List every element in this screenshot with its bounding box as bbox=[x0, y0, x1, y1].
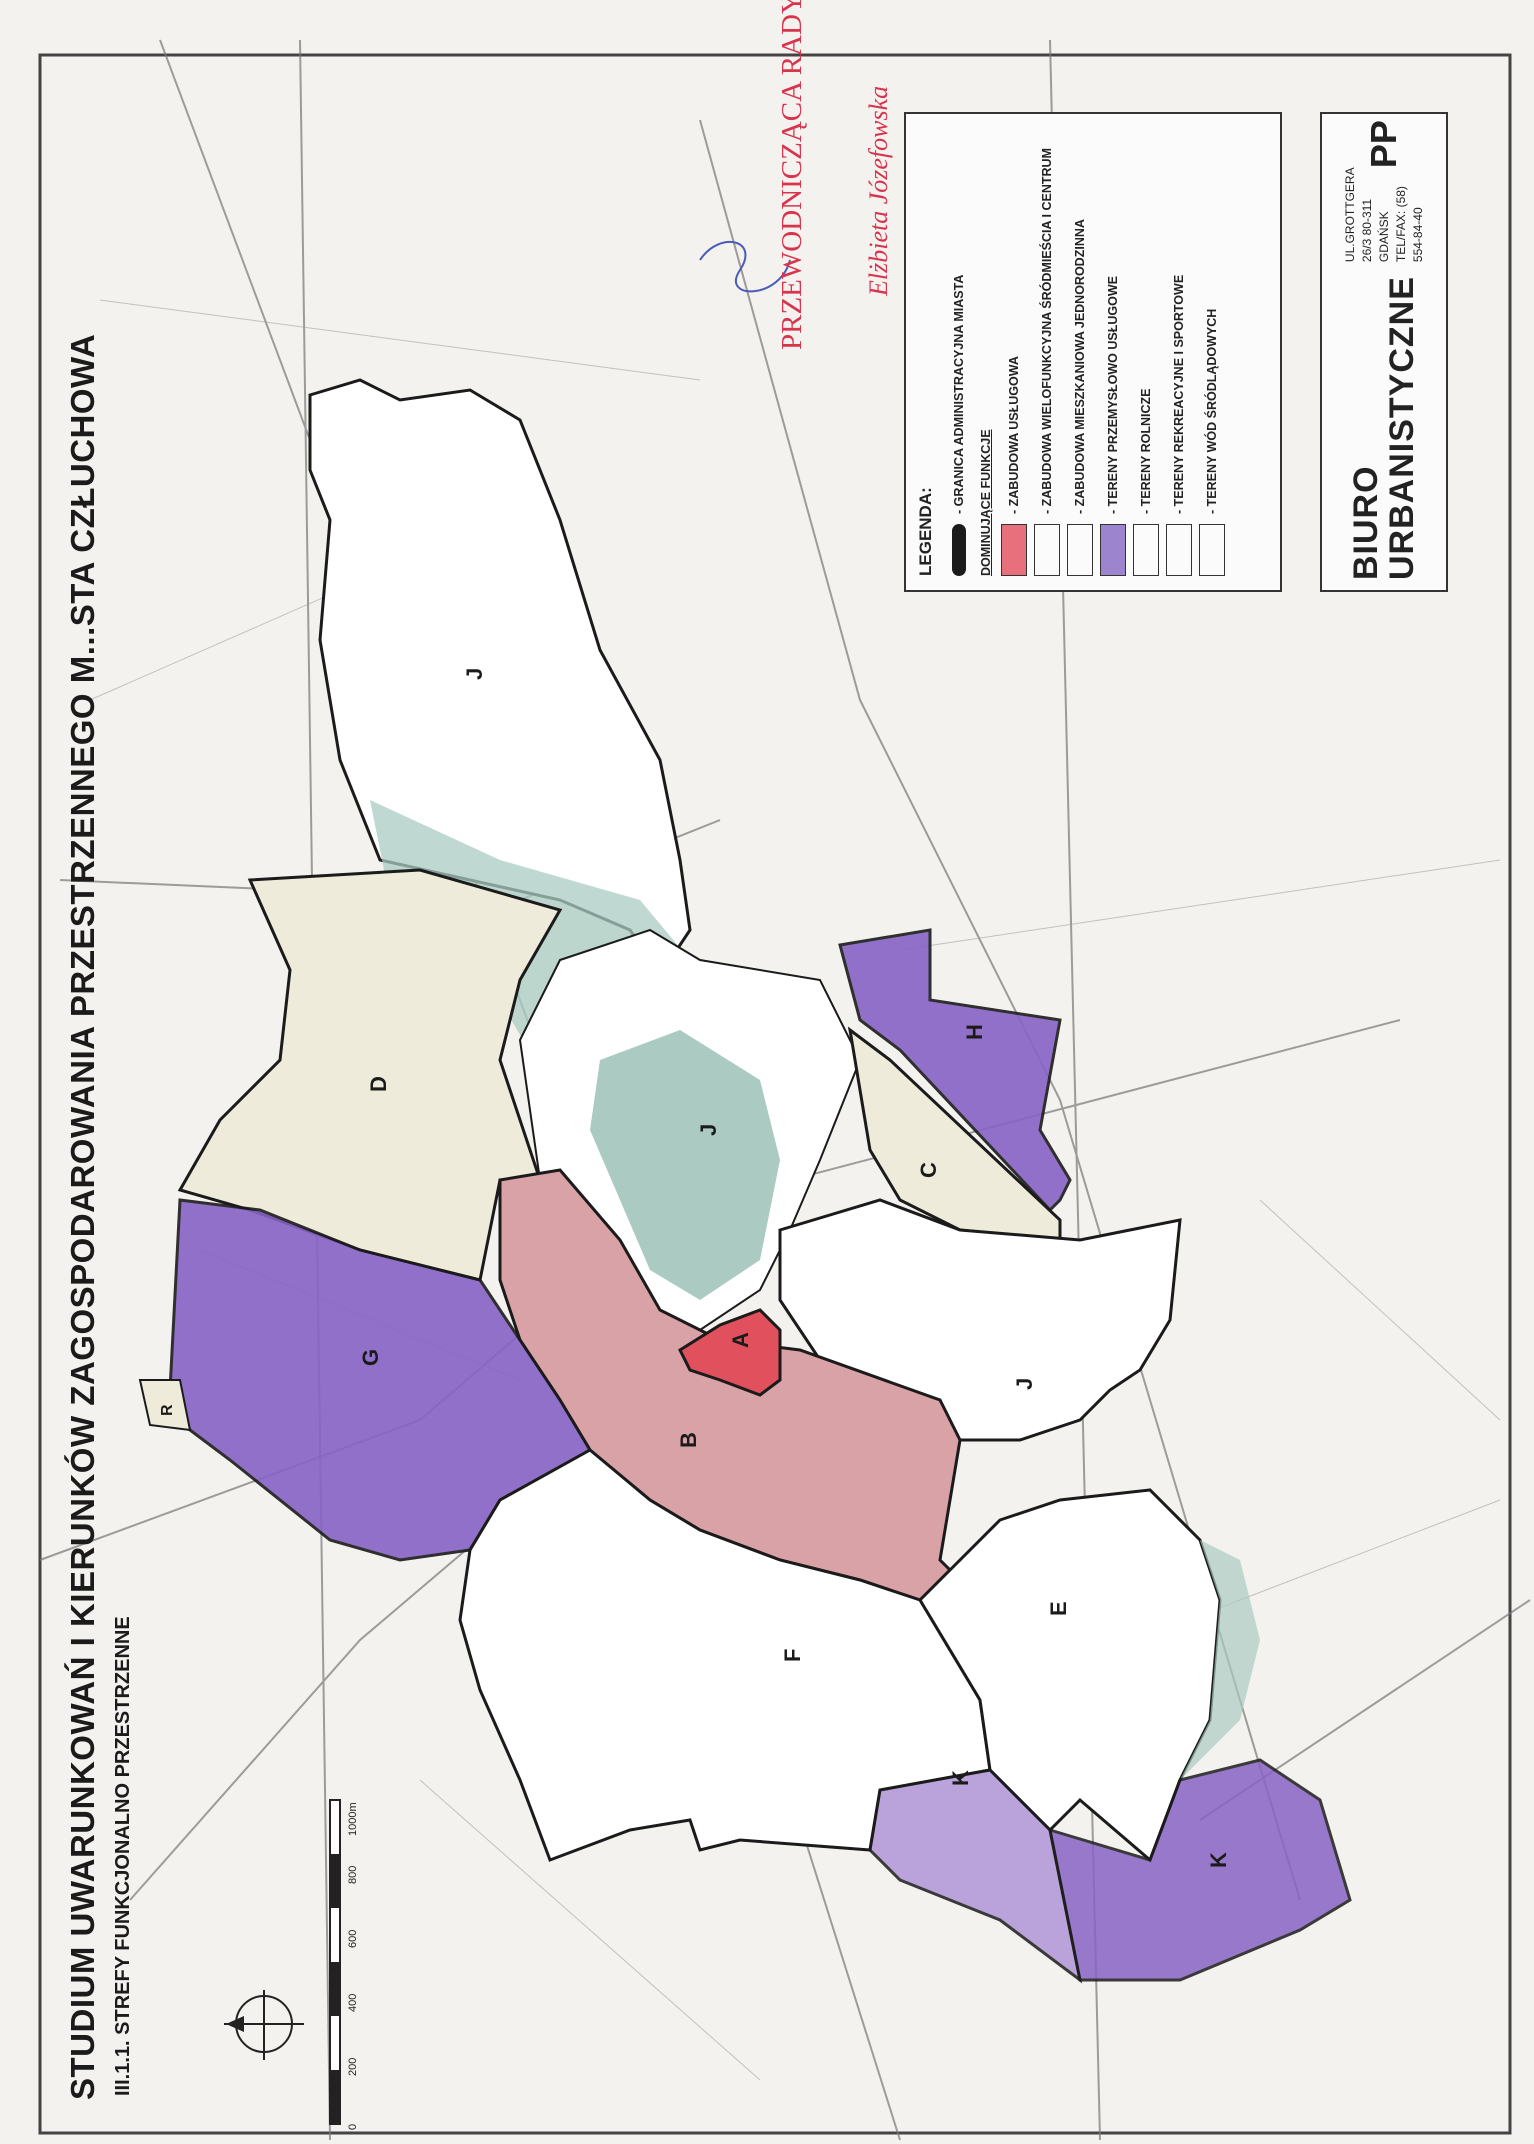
annex-label: Załącznik nr 7 bbox=[1527, 252, 1534, 500]
legend-label-agricultural: - TERENY ROLNICZE bbox=[1138, 388, 1153, 514]
publisher-contact: UL.GROTTGERA 26/3 80-311 GDAŃSK TEL/FAX:… bbox=[1342, 168, 1427, 262]
legend-row-agricultural: - TERENY ROLNICZE bbox=[1129, 128, 1162, 576]
legend-row-service: - ZABUDOWA USŁUGOWA bbox=[997, 128, 1030, 576]
scale-tick-800: 800 bbox=[347, 1866, 359, 1884]
legend-label-service: - ZABUDOWA USŁUGOWA bbox=[1006, 356, 1021, 514]
legend-label-recreation: - TERENY REKREACYJNE I SPORTOWE bbox=[1171, 274, 1186, 514]
zone-label-k1: K bbox=[948, 1770, 973, 1786]
scale-tick-200: 200 bbox=[347, 2058, 359, 2076]
map-subtitle: III.1.1. STREFY FUNKCJONALNO PRZESTRZENN… bbox=[112, 1616, 134, 2096]
legend-title: LEGENDA: bbox=[916, 487, 935, 576]
scale-tick-600: 600 bbox=[347, 1930, 359, 1948]
legend-section-label: DOMINUJĄCE FUNKCJE bbox=[979, 429, 993, 576]
legend-label-water: - TERENY WÓD ŚRÓDLĄDOWYCH bbox=[1204, 308, 1219, 514]
publisher-logo-line2: URBANISTYCZNE bbox=[1383, 276, 1421, 580]
signature-role: PRZEWODNICZĄCA RADY bbox=[776, 0, 808, 350]
zone-label-a: A bbox=[728, 1332, 753, 1348]
zone-label-e: E bbox=[1046, 1601, 1071, 1616]
swatch-residential-icon bbox=[1066, 524, 1093, 576]
publisher-stamp: BIURO URBANISTYCZNE UL.GROTTGERA 26/3 80… bbox=[1320, 112, 1448, 592]
legend-row-boundary: - GRANICA ADMINISTRACYJNA MIASTA bbox=[942, 128, 975, 576]
legend: LEGENDA: - GRANICA ADMINISTRACYJNA MIAST… bbox=[904, 112, 1282, 592]
swatch-service-icon bbox=[1000, 524, 1027, 576]
legend-row-recreation: - TERENY REKREACYJNE I SPORTOWE bbox=[1162, 128, 1195, 576]
zone-label-g: G bbox=[358, 1349, 383, 1366]
zone-label-f: F bbox=[780, 1649, 805, 1662]
map-frame bbox=[38, 53, 1512, 2135]
legend-row-water: - TERENY WÓD ŚRÓDLĄDOWYCH bbox=[1195, 128, 1228, 576]
swatch-agricultural-icon bbox=[1132, 524, 1159, 576]
legend-row-industrial: - TERENY PRZEMYSŁOWO USŁUGOWE bbox=[1096, 128, 1129, 576]
zone-r bbox=[138, 1379, 192, 1432]
scale-tick-1000: 1000m bbox=[347, 1802, 359, 1836]
swatch-industrial-icon bbox=[1099, 524, 1126, 576]
scale-tick-400: 400 bbox=[347, 1994, 359, 2012]
publisher-logo: BIURO URBANISTYCZNE bbox=[1347, 276, 1421, 580]
zone-label-k2: K bbox=[1206, 1852, 1231, 1868]
swatch-downtown-icon bbox=[1033, 524, 1060, 576]
legend-label-downtown: - ZABUDOWA WIELOFUNKCYJNA ŚRÓDMIEŚCIA I … bbox=[1039, 148, 1054, 514]
swatch-recreation-icon bbox=[1165, 524, 1192, 576]
signature-name: Elżbieta Józefowska bbox=[864, 85, 893, 296]
signature-scribble bbox=[699, 241, 791, 293]
zone-label-d: D bbox=[366, 1076, 391, 1092]
scale-tick-0: 0 bbox=[347, 2124, 359, 2130]
map-title: STUDIUM UWARUNKOWAŃ I KIERUNKÓW ZAGOSPOD… bbox=[64, 333, 101, 2100]
north-arrow-icon bbox=[224, 1990, 304, 2060]
zone-label-h: H bbox=[962, 1024, 987, 1040]
publisher-logo-line1: BIURO bbox=[1347, 465, 1385, 580]
zone-label-r: R bbox=[159, 1404, 176, 1416]
swatch-water-icon bbox=[1198, 524, 1225, 576]
legend-label-industrial: - TERENY PRZEMYSŁOWO USŁUGOWE bbox=[1105, 276, 1120, 514]
zone-label-c: C bbox=[916, 1162, 941, 1178]
publisher-address: UL.GROTTGERA 26/3 80-311 GDAŃSK bbox=[1342, 168, 1391, 263]
publisher-phone: TEL/FAX: (58) 554-84-40 bbox=[1393, 186, 1425, 263]
legend-label-boundary: - GRANICA ADMINISTRACYJNA MIASTA bbox=[951, 274, 966, 514]
zone-j-central-water bbox=[590, 1030, 780, 1300]
water-fringe bbox=[1180, 1540, 1260, 1780]
legend-label-residential: - ZABUDOWA MIESZKANIOWA JEDNORODZINNA bbox=[1072, 219, 1087, 514]
zone-label-j1: J bbox=[462, 668, 487, 680]
publisher-mark: PP bbox=[1363, 120, 1404, 169]
zone-label-j2: J bbox=[696, 1124, 721, 1136]
zone-a bbox=[678, 1308, 782, 1397]
legend-row-downtown: - ZABUDOWA WIELOFUNKCYJNA ŚRÓDMIEŚCIA I … bbox=[1030, 128, 1063, 576]
scale-bar: 0 200 400 600 800 1000m bbox=[329, 1799, 359, 2130]
legend-row-residential: - ZABUDOWA MIESZKANIOWA JEDNORODZINNA bbox=[1063, 128, 1096, 576]
zone-h bbox=[838, 928, 1072, 1213]
zone-label-j3: J bbox=[1012, 1378, 1037, 1390]
zone-labels: A B C D E F G H J J J K K R bbox=[159, 668, 1231, 1868]
boundary-line-icon bbox=[951, 524, 966, 576]
zone-k-east bbox=[1048, 1758, 1352, 1982]
zone-label-b: B bbox=[676, 1432, 701, 1448]
